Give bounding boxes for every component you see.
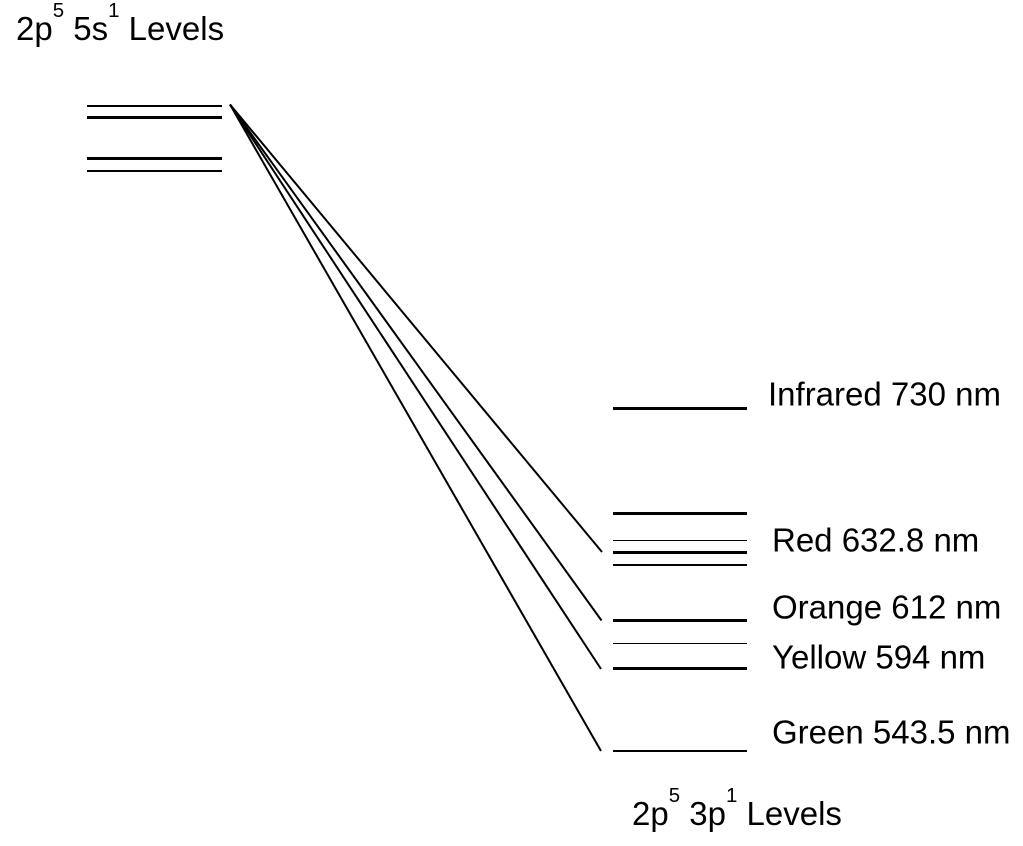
label-yellow: Yellow 594 nm (772, 638, 986, 676)
lower-group-level-line (613, 539, 747, 542)
upper-group-label: 2p5 5s1 Levels (16, 0, 225, 47)
transition-line-green (229, 104, 602, 752)
lower-group-label: 2p5 3p1 Levels (632, 785, 842, 832)
lower-group-level-line (613, 563, 747, 567)
upper-label-base2: 5s (73, 10, 109, 47)
upper-group-level-line (87, 116, 222, 119)
label-green: Green 543.5 nm (772, 713, 1011, 751)
lower-label-suffix: Levels (746, 795, 842, 832)
upper-group-level-line (87, 170, 222, 172)
upper-group-level-line (87, 157, 222, 160)
transition-line-yellow (229, 103, 602, 670)
transition-line-red (229, 103, 603, 553)
label-orange: Orange 612 nm (772, 588, 1002, 626)
lower-label-base2: 3p (689, 795, 726, 832)
lower-group-level-line (613, 667, 747, 670)
transition-line-orange (229, 103, 603, 622)
lower-group-level-line (613, 642, 747, 645)
lower-group-level-line (613, 619, 747, 622)
lower-group-level-line (613, 512, 747, 515)
lower-label-sup1: 5 (668, 783, 681, 807)
lower-label-base1: 2p (632, 795, 669, 832)
upper-label-suffix: Levels (128, 10, 225, 47)
upper-group-level-line (87, 105, 222, 107)
lower-label-sup2: 1 (725, 783, 738, 807)
lower-group-level-line (613, 551, 747, 554)
label-infrared: Infrared 730 nm (768, 375, 1001, 413)
upper-label-sup2: 1 (108, 0, 120, 22)
lower-group-level-line (613, 407, 747, 410)
label-red: Red 632.8 nm (772, 521, 980, 559)
upper-label-sup1: 5 (52, 0, 65, 22)
lower-group-level-line (613, 749, 747, 753)
upper-label-base1: 2p (16, 10, 53, 47)
